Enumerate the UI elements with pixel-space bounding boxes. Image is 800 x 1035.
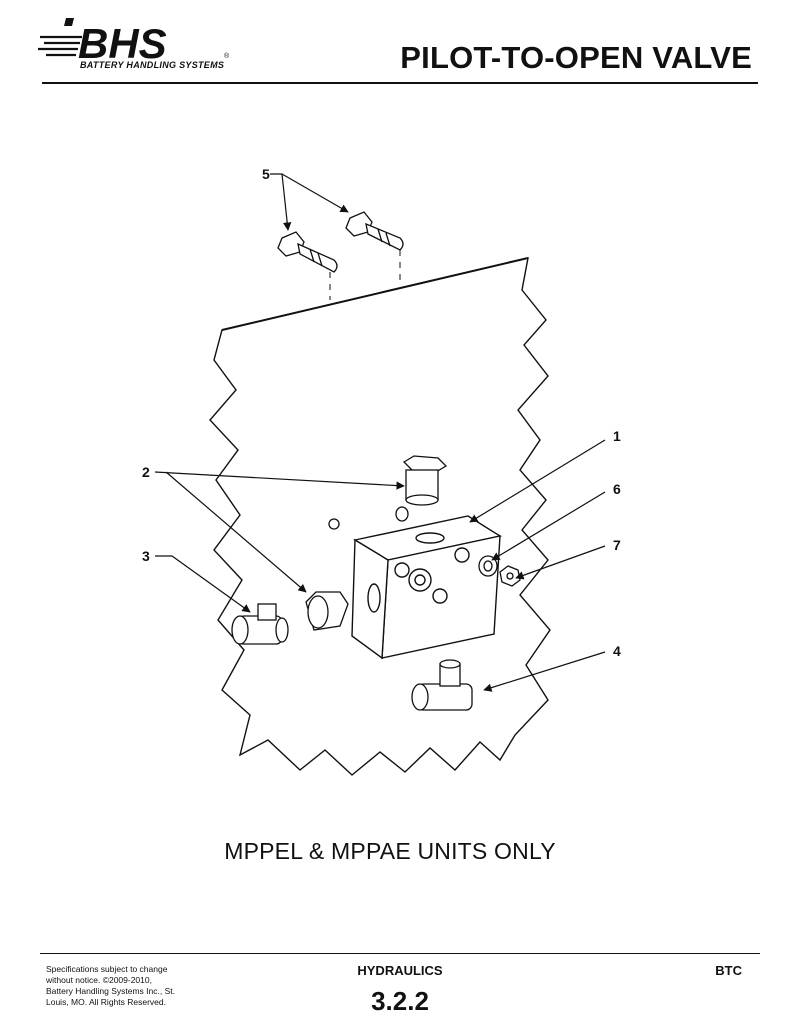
washer-and-nut	[478, 555, 521, 587]
callout-5: 5	[262, 166, 270, 182]
logo-wordmark: BHS	[78, 20, 167, 67]
page-number: 3.2.2	[371, 986, 429, 1016]
callout-7: 7	[613, 537, 621, 553]
tee-fitting-bottom	[411, 659, 473, 711]
footer-section-label: HYDRAULICS	[357, 963, 443, 978]
tee-fitting-left	[231, 603, 289, 645]
valve-block	[351, 515, 502, 660]
callout-1: 1	[613, 428, 621, 444]
mounting-plate	[209, 257, 551, 776]
fitting-top	[328, 455, 448, 530]
logo-subtitle: BATTERY HANDLING SYSTEMS	[80, 60, 225, 70]
footer-disclaimer: Specifications subject to change without…	[46, 964, 175, 1007]
callout-2: 2	[142, 464, 150, 480]
header-divider	[42, 82, 758, 84]
fitting-left	[305, 591, 349, 631]
footer-divider	[40, 953, 760, 954]
logo-registered-mark: ®	[224, 52, 230, 60]
footer-model-label: BTC	[715, 963, 742, 978]
callout-3: 3	[142, 548, 150, 564]
applicability-note: MPPEL & MPPAE UNITS ONLY	[224, 838, 556, 864]
callout-6: 6	[613, 481, 621, 497]
mounting-bolts	[277, 211, 404, 273]
bhs-logo-mark: BHS ®	[38, 18, 230, 67]
callout-4: 4	[613, 643, 621, 659]
page-header: BHS ® BATTERY HANDLING SYSTEMS PILOT-TO-…	[0, 0, 800, 82]
bhs-logo: BHS ® BATTERY HANDLING SYSTEMS	[38, 14, 238, 76]
page-title: PILOT-TO-OPEN VALVE	[400, 40, 752, 75]
